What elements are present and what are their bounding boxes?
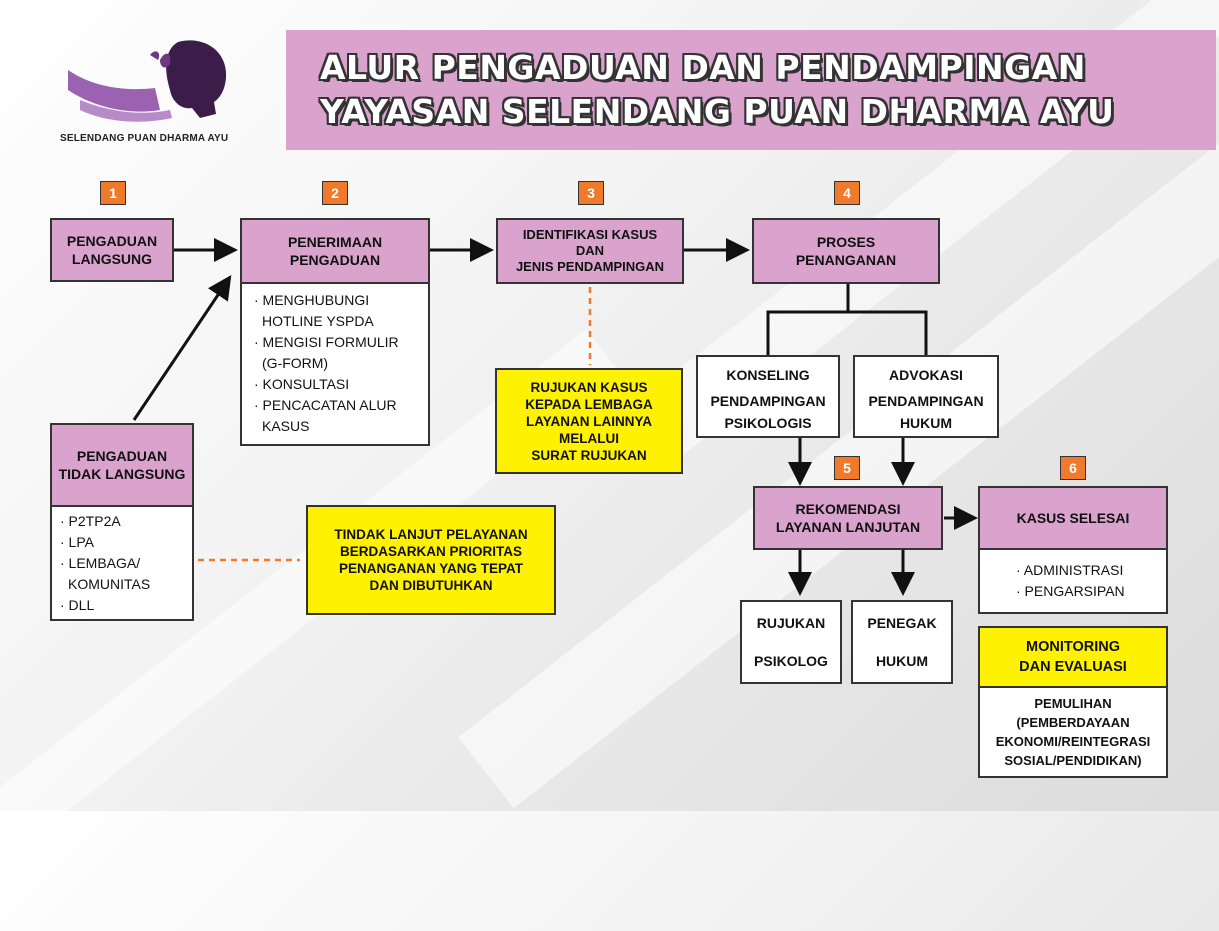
penerimaan-list-item: (G-FORM) <box>262 355 329 371</box>
kasus-selesai-label: KASUS SELESAI <box>1016 510 1130 526</box>
proses-line2: PENANGANAN <box>795 252 897 268</box>
tindak-lanjut-line2: BERDASARKAN PRIORITAS <box>339 544 522 559</box>
rekomendasi-line2: LAYANAN LANJUTAN <box>775 519 921 535</box>
step-number-5: 5 <box>834 456 860 480</box>
penerimaan-line2: PENGADUAN <box>289 252 381 268</box>
penerimaan-line1: PENERIMAAN <box>287 234 383 250</box>
rujukan-kasus-line1: RUJUKAN KASUS <box>530 379 648 395</box>
tidak-langsung-list-box: · P2TP2A · LPA · LEMBAGA/ KOMUNITAS · DL… <box>50 505 194 621</box>
monitoring-line1: MONITORING <box>1026 639 1120 655</box>
logo: SELENDANG PUAN DHARMA AYU <box>60 30 240 150</box>
pemulihan-line4: SOSIAL/PENDIDIKAN) <box>1004 753 1142 768</box>
advokasi-box: ADVOKASI PENDAMPINGAN HUKUM <box>853 355 999 438</box>
identifikasi-line2: DAN <box>575 243 605 258</box>
tindak-lanjut-line4: DAN DIBUTUHKAN <box>369 578 493 593</box>
rujukan-kasus-box: RUJUKAN KASUS KEPADA LEMBAGA LAYANAN LAI… <box>495 368 683 474</box>
pemulihan-line2: (PEMBERDAYAAN <box>1016 715 1130 730</box>
tidak-langsung-list-item: · P2TP2A <box>60 513 121 529</box>
monitoring-box: MONITORING DAN EVALUASI <box>978 626 1168 688</box>
step-number-2: 2 <box>322 181 348 205</box>
konseling-box: KONSELING PENDAMPINGAN PSIKOLOGIS <box>696 355 840 438</box>
monitoring-line2: DAN EVALUASI <box>1019 659 1127 675</box>
proses-penanganan-box: PROSES PENANGANAN <box>752 218 940 284</box>
title-line-2: YAYASAN SELENDANG PUAN DHARMA AYU <box>320 92 1115 131</box>
step-number-3: 3 <box>578 181 604 205</box>
tidak-langsung-line1: PENGADUAN <box>76 448 168 464</box>
connector-lines <box>132 238 978 596</box>
rujukan-kasus-line2: KEPADA LEMBAGA <box>525 396 653 412</box>
kasus-selesai-box: KASUS SELESAI <box>978 486 1168 550</box>
penerimaan-list-box: · MENGHUBUNGI HOTLINE YSPDA · MENGISI FO… <box>240 282 430 446</box>
kasus-selesai-list-box: · ADMINISTRASI · PENGARSIPAN <box>978 548 1168 614</box>
penegak-hukum-line1: PENEGAK <box>867 615 937 631</box>
penerimaan-list-item: · MENGHUBUNGI <box>254 292 370 308</box>
tindak-lanjut-box: TINDAK LANJUT PELAYANAN BERDASARKAN PRIO… <box>306 505 556 615</box>
penegak-hukum-box: PENEGAK HUKUM <box>851 600 953 684</box>
penerimaan-list-item: · KONSULTASI <box>254 376 350 392</box>
identifikasi-kasus-box: IDENTIFIKASI KASUS DAN JENIS PENDAMPINGA… <box>496 218 684 284</box>
rujukan-psikolog-line2: PSIKOLOG <box>754 653 828 669</box>
advokasi-line1: ADVOKASI <box>889 366 963 383</box>
penegak-hukum-line2: HUKUM <box>875 653 929 669</box>
penerimaan-list-item: · PENCACATAN ALUR <box>254 397 397 413</box>
konseling-line1: KONSELING <box>726 366 810 383</box>
proses-line1: PROSES <box>816 234 876 250</box>
tidak-langsung-list-item: · LPA <box>60 534 94 550</box>
penerimaan-list-item: · MENGISI FORMULIR <box>254 334 399 350</box>
pengaduan-tidak-langsung-box: PENGADUAN TIDAK LANGSUNG <box>50 423 194 507</box>
penerimaan-pengaduan-box: PENERIMAAN PENGADUAN <box>240 218 430 284</box>
rujukan-kasus-line3: LAYANAN LAINNYA <box>525 413 653 429</box>
penerimaan-list-item: KASUS <box>262 418 310 434</box>
identifikasi-line3: JENIS PENDAMPINGAN <box>515 259 665 274</box>
tidak-langsung-list-item: KOMUNITAS <box>68 576 151 592</box>
rekomendasi-line1: REKOMENDASI <box>795 501 901 517</box>
logo-text: SELENDANG PUAN DHARMA AYU <box>60 133 229 144</box>
step-number-1: 1 <box>100 181 126 205</box>
penerimaan-list-item: HOTLINE YSPDA <box>262 313 374 329</box>
pengaduan-langsung-line1: PENGADUAN <box>66 233 158 249</box>
konseling-line3: PSIKOLOGIS <box>724 414 812 431</box>
pengaduan-langsung-line2: LANGSUNG <box>71 251 153 267</box>
title-line-1: ALUR PENGADUAN DAN PENDAMPINGAN <box>320 48 1086 87</box>
rujukan-kasus-line5: SURAT RUJUKAN <box>531 447 647 463</box>
step-number-6: 6 <box>1060 456 1086 480</box>
tidak-langsung-list-item: · LEMBAGA/ <box>60 555 141 571</box>
woman-silhouette-icon <box>68 40 227 122</box>
title-banner: ALUR PENGADUAN DAN PENDAMPINGAN YAYASAN … <box>286 30 1216 150</box>
rujukan-kasus-line4: MELALUI <box>559 430 619 446</box>
advokasi-line2: PENDAMPINGAN <box>868 392 984 409</box>
kasus-selesai-list-item: · PENGARSIPAN <box>1016 583 1125 599</box>
identifikasi-line1: IDENTIFIKASI KASUS <box>522 227 658 242</box>
pemulihan-line3: EKONOMI/REINTEGRASI <box>995 734 1151 749</box>
advokasi-line3: HUKUM <box>899 414 953 431</box>
tindak-lanjut-line1: TINDAK LANJUT PELAYANAN <box>334 527 528 542</box>
kasus-selesai-list-item: · ADMINISTRASI <box>1016 562 1124 578</box>
pemulihan-box: PEMULIHAN (PEMBERDAYAAN EKONOMI/REINTEGR… <box>978 686 1168 778</box>
rujukan-psikolog-box: RUJUKAN PSIKOLOG <box>740 600 842 684</box>
tidak-langsung-list-item: · DLL <box>60 597 95 613</box>
tindak-lanjut-line3: PENANGANAN YANG TEPAT <box>338 561 524 576</box>
pengaduan-langsung-box: PENGADUAN LANGSUNG <box>50 218 174 282</box>
konseling-line2: PENDAMPINGAN <box>710 392 826 409</box>
pemulihan-line1: PEMULIHAN <box>1034 696 1112 711</box>
rekomendasi-box: REKOMENDASI LAYANAN LANJUTAN <box>753 486 943 550</box>
step-number-4: 4 <box>834 181 860 205</box>
rujukan-psikolog-line1: RUJUKAN <box>756 615 826 631</box>
tidak-langsung-line2: TIDAK LANGSUNG <box>58 466 186 482</box>
